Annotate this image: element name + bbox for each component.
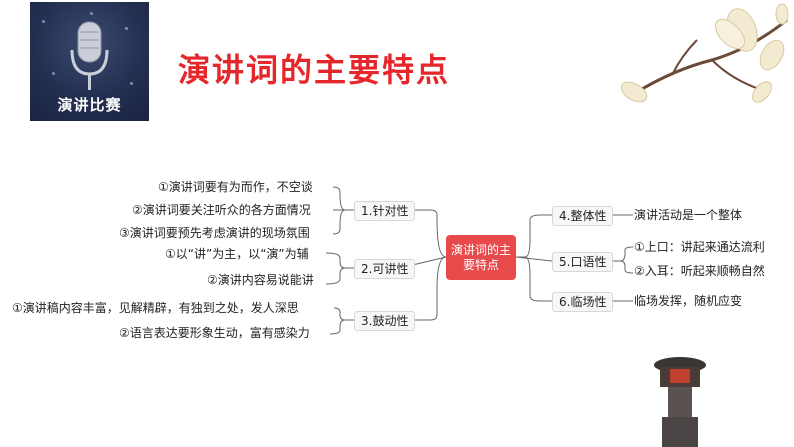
branch-targeted: 1.针对性 [354, 201, 416, 221]
leaf-targeted-1: ①演讲词要有为而作，不空谈 [158, 180, 313, 194]
branch-wholeness: 4.整体性 [552, 206, 614, 226]
leaf-colloquial-1: ①上口：讲起来通达流利 [634, 240, 765, 254]
leaf-targeted-3: ③演讲词要预先考虑演讲的现场氛围 [119, 226, 310, 240]
leaf-targeted-2: ②演讲词要关注听众的各方面情况 [132, 203, 311, 217]
branch-speakable: 2.可讲性 [354, 259, 416, 279]
leaf-inspiring-2: ②语言表达要形象生动，富有感染力 [119, 326, 310, 340]
mindmap-center-node: 演讲词的主要特点 [446, 235, 516, 280]
leaf-inspiring-1: ①演讲稿内容丰富，见解精辟，有独到之处，发人深思 [12, 301, 299, 315]
leaf-wholeness-1: 演讲活动是一个整体 [634, 208, 743, 222]
branch-inspiring: 3.鼓动性 [354, 311, 416, 331]
leaf-on-the-spot-1: 临场发挥，随机应变 [634, 294, 743, 308]
magnolia-branch-decoration [620, 3, 789, 103]
branch-colloquial: 5.口语性 [552, 252, 614, 272]
leaf-colloquial-2: ②入耳：听起来顺畅自然 [634, 264, 765, 278]
center-node-text: 演讲词的主要特点 [451, 242, 512, 272]
logo-text: 演讲比赛 [57, 96, 122, 114]
leaf-speakable-1: ①以“讲”为主，以“演”为辅 [165, 247, 309, 261]
page-title: 演讲词的主要特点 [178, 51, 451, 89]
leaf-speakable-2: ②演讲内容易说能讲 [207, 273, 314, 287]
branch-on-the-spot: 6.临场性 [552, 292, 614, 312]
microphone-icon [70, 21, 109, 90]
bronze-lamp-decoration [654, 357, 706, 447]
speech-contest-logo: 演讲比赛 [30, 2, 149, 121]
